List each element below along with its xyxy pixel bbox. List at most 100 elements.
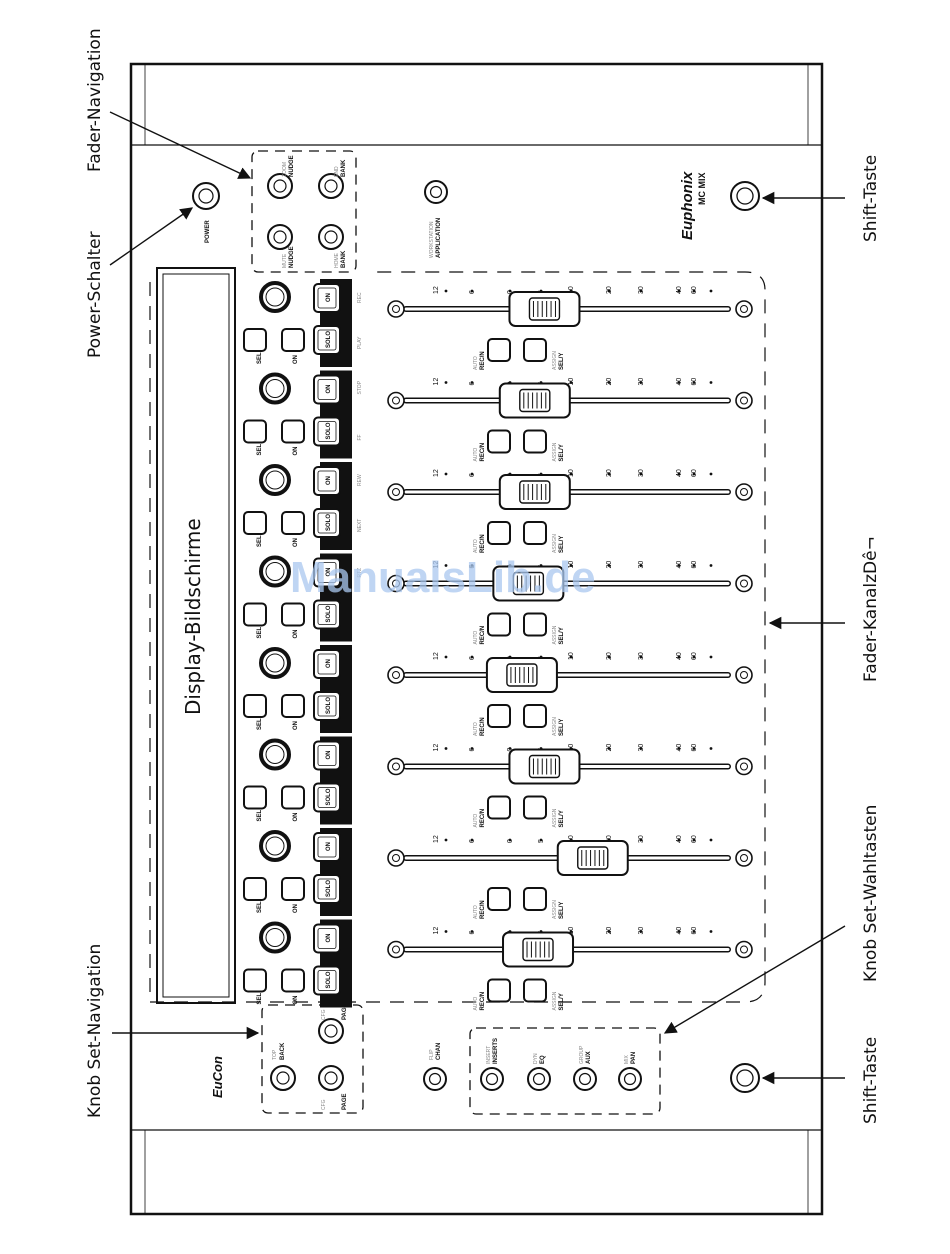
- nudge-down-button[interactable]: [267, 224, 293, 250]
- solo-button[interactable]: [313, 782, 341, 813]
- on-button[interactable]: [313, 374, 341, 405]
- sel-button[interactable]: [243, 694, 267, 718]
- solo-button[interactable]: [313, 508, 341, 538]
- on-small-button[interactable]: [281, 602, 305, 627]
- solo-button-label: SOLO: [326, 971, 332, 988]
- knob-cap: [265, 745, 285, 764]
- chan-button[interactable]: [423, 1067, 447, 1091]
- pan-button[interactable]: [618, 1067, 642, 1091]
- auto-button[interactable]: [487, 978, 511, 1003]
- scale-dot: [470, 381, 474, 384]
- aux-button[interactable]: [573, 1067, 597, 1091]
- sel-button[interactable]: [243, 602, 267, 627]
- page-up-button[interactable]: [318, 1018, 344, 1044]
- auto-button[interactable]: [487, 521, 511, 545]
- scale-dot: [607, 930, 611, 933]
- on-button-inner: [317, 836, 337, 858]
- screw-right: [735, 849, 753, 867]
- page-down-button[interactable]: [318, 1065, 344, 1091]
- solo-button[interactable]: [313, 416, 341, 447]
- nudge-up-button[interactable]: [267, 173, 293, 199]
- on-small-button[interactable]: [281, 328, 305, 352]
- shift-button-top[interactable]: [730, 181, 760, 211]
- auto-label: REC/N: [480, 534, 486, 553]
- aux-small: GROUP: [579, 1045, 585, 1064]
- on-small-button[interactable]: [281, 511, 305, 535]
- channel-knob[interactable]: [259, 647, 291, 679]
- on-button[interactable]: [313, 923, 341, 954]
- on-small-button[interactable]: [281, 968, 305, 993]
- eq-button[interactable]: [527, 1067, 551, 1091]
- knob-nav-box: [261, 1004, 364, 1114]
- solo-button[interactable]: [313, 965, 341, 996]
- sel-button[interactable]: [243, 968, 267, 993]
- on-button[interactable]: [313, 649, 341, 679]
- auto-button[interactable]: [487, 338, 511, 362]
- inserts-button[interactable]: [480, 1067, 504, 1091]
- auto-button[interactable]: [487, 704, 511, 728]
- sel-label: SEL: [257, 626, 263, 638]
- sel-button[interactable]: [243, 419, 267, 444]
- fader-cap[interactable]: [556, 840, 629, 876]
- sel-button[interactable]: [243, 328, 267, 352]
- channel-knob[interactable]: [259, 281, 291, 313]
- channel-knob[interactable]: [259, 555, 291, 588]
- sel-button[interactable]: [243, 877, 267, 901]
- screw-right: [735, 757, 753, 776]
- on-button[interactable]: [313, 557, 341, 588]
- auto-button[interactable]: [487, 429, 511, 454]
- assign-button[interactable]: [523, 338, 547, 362]
- shift-button-bottom[interactable]: [730, 1063, 760, 1093]
- fader-cap[interactable]: [508, 748, 581, 785]
- auto-label: REC/N: [480, 717, 486, 736]
- application-button[interactable]: [424, 180, 448, 204]
- on-small-label: ON: [293, 904, 299, 913]
- channel-knob[interactable]: [259, 372, 291, 405]
- bank-down-button[interactable]: [318, 224, 344, 250]
- fader-cap[interactable]: [485, 657, 558, 693]
- assign-button[interactable]: [523, 795, 547, 820]
- assign-button[interactable]: [523, 887, 547, 911]
- assign-button[interactable]: [523, 429, 547, 454]
- auto-small-label: AUTO: [473, 448, 479, 462]
- channel-knob[interactable]: [259, 921, 291, 954]
- sel-button[interactable]: [243, 511, 267, 535]
- assign-button[interactable]: [523, 704, 547, 728]
- auto-button[interactable]: [487, 887, 511, 911]
- scale-dot: [569, 655, 573, 659]
- on-small-button[interactable]: [281, 694, 305, 718]
- power-button[interactable]: [192, 182, 220, 210]
- on-button[interactable]: [313, 466, 341, 496]
- on-small-button[interactable]: [281, 785, 305, 810]
- back-button[interactable]: [270, 1065, 296, 1091]
- solo-button[interactable]: [313, 325, 341, 355]
- on-small-label: ON: [293, 538, 299, 547]
- bank-up-button[interactable]: [318, 173, 344, 199]
- channel-knob[interactable]: [259, 738, 291, 771]
- channel-knob[interactable]: [259, 830, 291, 862]
- sel-button[interactable]: [243, 785, 267, 810]
- scale-dot: [607, 747, 611, 750]
- fader-cap[interactable]: [498, 474, 571, 510]
- assign-button[interactable]: [523, 521, 547, 545]
- on-button[interactable]: [313, 283, 341, 313]
- on-small-button[interactable]: [281, 877, 305, 901]
- assign-button[interactable]: [523, 978, 547, 1003]
- channel-knob[interactable]: [259, 464, 291, 496]
- screw-right-inner: [740, 305, 748, 313]
- on-button[interactable]: [313, 740, 341, 771]
- solo-button[interactable]: [313, 599, 341, 630]
- auto-button[interactable]: [487, 795, 511, 820]
- auto-button[interactable]: [487, 612, 511, 637]
- on-button[interactable]: [313, 832, 341, 862]
- fader-cap[interactable]: [502, 931, 575, 968]
- solo-button[interactable]: [313, 874, 341, 904]
- on-small-button[interactable]: [281, 419, 305, 444]
- assign-button[interactable]: [523, 612, 547, 637]
- solo-button[interactable]: [313, 691, 341, 721]
- callout-knob-set-nav: Knob Set-Navigation: [85, 944, 105, 1118]
- fader-cap[interactable]: [492, 565, 565, 602]
- fader-cap[interactable]: [508, 291, 581, 327]
- knob-cap: [265, 562, 285, 581]
- fader-cap[interactable]: [498, 382, 571, 419]
